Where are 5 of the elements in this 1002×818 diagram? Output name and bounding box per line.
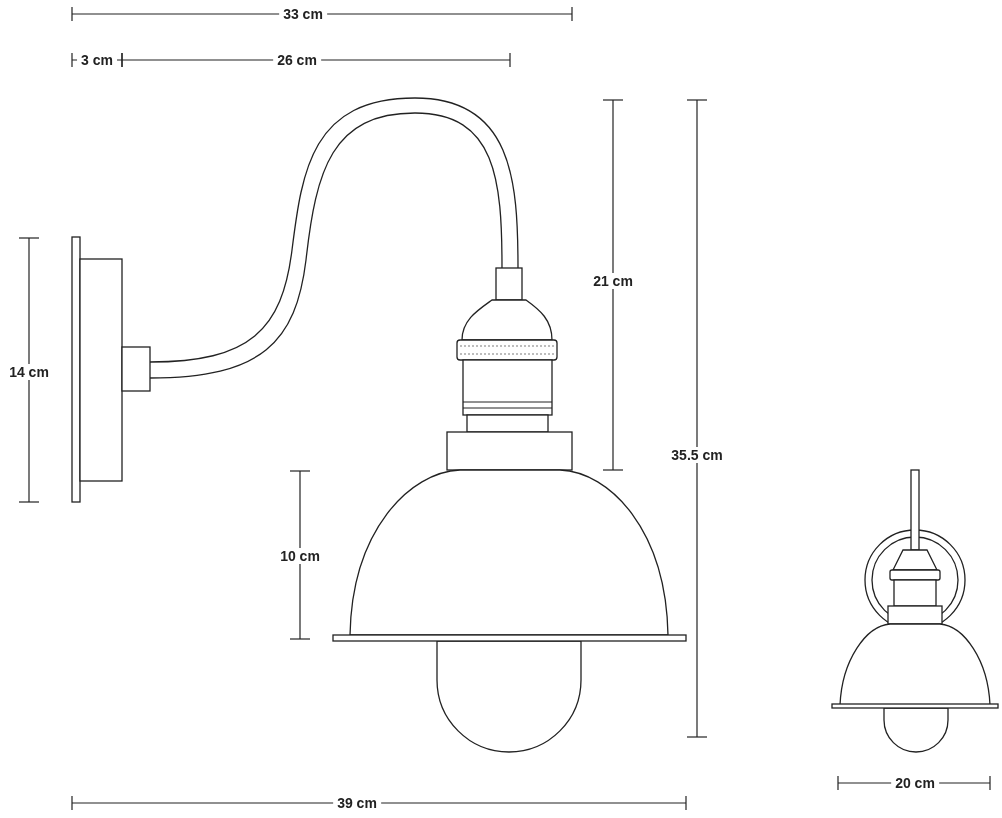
dimension-label: 33 cm: [279, 6, 327, 22]
dimension-label: 26 cm: [273, 52, 321, 68]
dimension-label: 39 cm: [333, 795, 381, 811]
dimension-label: 3 cm: [77, 52, 117, 68]
dimension-label: 20 cm: [891, 775, 939, 791]
